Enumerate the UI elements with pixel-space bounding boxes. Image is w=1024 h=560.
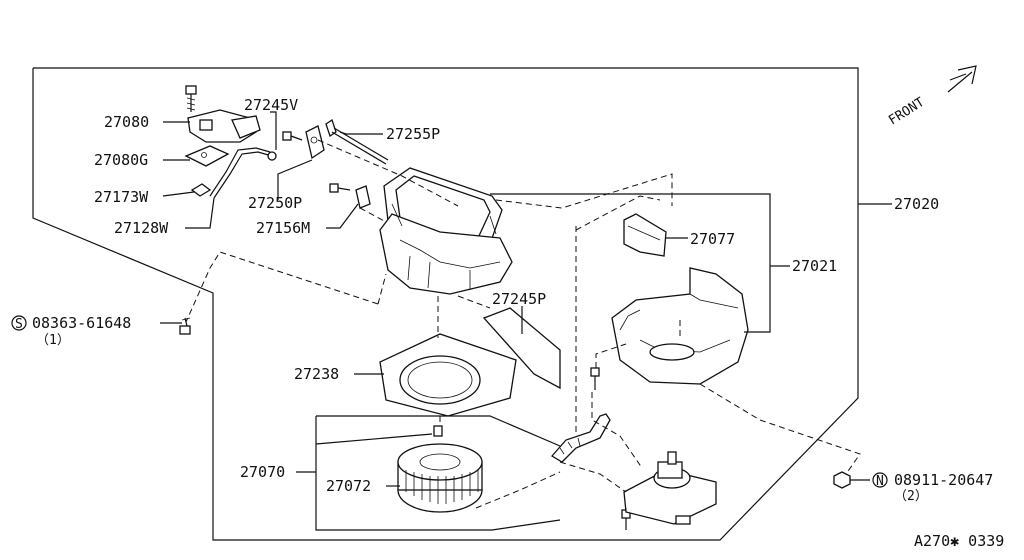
label-08911-qty: （2）: [894, 489, 928, 504]
seal-pad-icon: [482, 307, 561, 390]
label-27128W: 27128W: [114, 219, 169, 237]
label-27156M: 27156M: [256, 219, 310, 237]
door-lever-icon: [305, 125, 325, 160]
label-27072: 27072: [326, 477, 371, 495]
blower-fan-icon: [397, 425, 483, 513]
label-27080: 27080: [104, 113, 149, 131]
actuator-motor-icon: [187, 109, 261, 143]
actuator-bracket-icon: [184, 145, 230, 167]
screw-small-icon: [329, 183, 351, 193]
lever-bracket-icon: [355, 185, 371, 209]
gasket-icon: [379, 333, 517, 417]
housing-screw-icon: [590, 367, 600, 390]
label-08363-qty: （1）: [36, 333, 70, 348]
front-label: FRONT: [886, 95, 927, 129]
label-27077: 27077: [690, 230, 735, 248]
rod-clip-icon: [267, 151, 277, 161]
blower-motor-icon: [623, 451, 717, 525]
clip-icon: [190, 183, 212, 197]
link-rod: [209, 147, 271, 197]
intake-housing: [379, 167, 513, 295]
front-arrow: FRONT: [886, 65, 977, 129]
label-27250P: 27250P: [248, 194, 302, 212]
s-marker: S: [15, 317, 23, 332]
label-08911-20647: 08911-20647: [894, 471, 993, 489]
assembly-frame: [32, 67, 859, 541]
bolt-icon: [185, 85, 197, 112]
drain-hose-icon: [550, 413, 611, 463]
n-marker-circle: [872, 472, 888, 488]
n-marker: N: [876, 474, 884, 489]
label-27255P: 27255P: [386, 125, 440, 143]
nut-icon: [833, 471, 851, 489]
label-27070: 27070: [240, 463, 285, 481]
label-27245P: 27245P: [492, 290, 546, 308]
label-27021: 27021: [792, 257, 837, 275]
label-27238: 27238: [294, 365, 339, 383]
label-27080G: 27080G: [94, 151, 148, 169]
diagram-ref-code: A270✱ 0339: [914, 532, 1004, 550]
door-shaft-icon: [325, 118, 389, 165]
left-bolt-icon: [179, 317, 191, 335]
s-marker-circle: [11, 315, 27, 331]
screw-icon: [282, 131, 303, 141]
label-08363-61648: 08363-61648: [32, 314, 131, 332]
label-27245V: 27245V: [244, 96, 298, 114]
label-27173W: 27173W: [94, 188, 149, 206]
filter-seal-icon: [623, 213, 667, 257]
label-27020: 27020: [894, 195, 939, 213]
